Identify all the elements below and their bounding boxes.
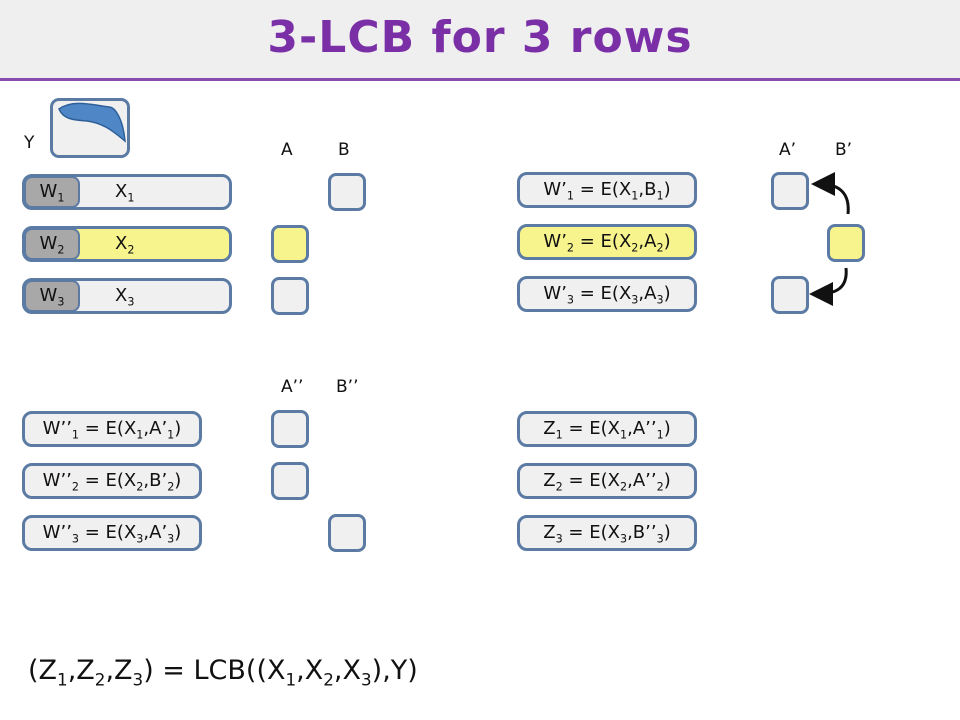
title-bar: [0, 0, 960, 81]
square-a-row-2: [271, 225, 309, 263]
x-row-2: W2 X2: [22, 226, 232, 262]
square-a-prime-row-3: [771, 276, 809, 314]
w-prime-expr-1: W’1 = E(X1,B1): [543, 179, 671, 203]
w-double-prime-row-1: W’’1 = E(X1,A’1): [22, 411, 202, 447]
w-double-prime-row-2: W’’2 = E(X2,B’2): [22, 463, 202, 499]
z-expr-1: Z1 = E(X1,A’’1): [543, 418, 671, 442]
w-prime-row-3: W’3 = E(X3,A3): [517, 276, 697, 312]
w-tag-1: W1: [24, 176, 80, 208]
col-label-b: B: [338, 140, 350, 160]
x-label-1: X1: [115, 181, 135, 205]
arrow-down-curve: [809, 267, 848, 306]
w-double-prime-expr-3: W’’3 = E(X3,A’3): [42, 522, 182, 546]
w-prime-expr-2: W’2 = E(X2,A2): [543, 231, 671, 255]
x-row-3: W3 X3: [22, 278, 232, 314]
w-double-prime-expr-2: W’’2 = E(X2,B’2): [42, 470, 182, 494]
w-prime-row-2: W’2 = E(X2,A2): [517, 224, 697, 260]
col-label-b-prime: B’: [835, 140, 853, 160]
w-tag-3: W3: [24, 280, 80, 312]
x-label-3: X3: [115, 285, 135, 309]
page-title: 3-LCB for 3 rows: [267, 12, 693, 63]
x-label-2: X2: [115, 233, 135, 257]
z-row-3: Z3 = E(X3,B’’3): [517, 515, 697, 551]
z-row-1: Z1 = E(X1,A’’1): [517, 411, 697, 447]
square-a-double-prime-row-2: [271, 462, 309, 500]
lcb-formula: (Z1,Z2,Z3) = LCB((X1,X2,X3),Y): [28, 655, 418, 690]
col-label-a: A: [281, 140, 293, 160]
w-prime-row-1: W’1 = E(X1,B1): [517, 172, 697, 208]
square-a-row-3: [271, 277, 309, 315]
arrow-up-curve: [811, 172, 850, 215]
swap-arrows: [809, 172, 850, 306]
square-b-prime-row-2: [827, 224, 865, 262]
z-expr-3: Z3 = E(X3,B’’3): [543, 522, 671, 546]
w-prime-expr-3: W’3 = E(X3,A3): [543, 283, 671, 307]
z-expr-2: Z2 = E(X2,A’’2): [543, 470, 671, 494]
col-label-a-double-prime: A’’: [281, 377, 304, 397]
square-a-prime-row-1: [771, 172, 809, 210]
col-label-b-double-prime: B’’: [336, 377, 359, 397]
y-label: Y: [24, 133, 35, 153]
y-shape-box: [50, 98, 130, 158]
w-double-prime-expr-1: W’’1 = E(X1,A’1): [42, 418, 182, 442]
square-b-double-prime-row-3: [328, 514, 366, 552]
z-row-2: Z2 = E(X2,A’’2): [517, 463, 697, 499]
square-b-row-1: [328, 173, 366, 211]
x-row-1: W1 X1: [22, 174, 232, 210]
square-a-double-prime-row-1: [271, 410, 309, 448]
leaf-shape-icon: [58, 102, 126, 143]
col-label-a-prime: A’: [779, 140, 797, 160]
w-double-prime-row-3: W’’3 = E(X3,A’3): [22, 515, 202, 551]
w-tag-2: W2: [24, 228, 80, 260]
